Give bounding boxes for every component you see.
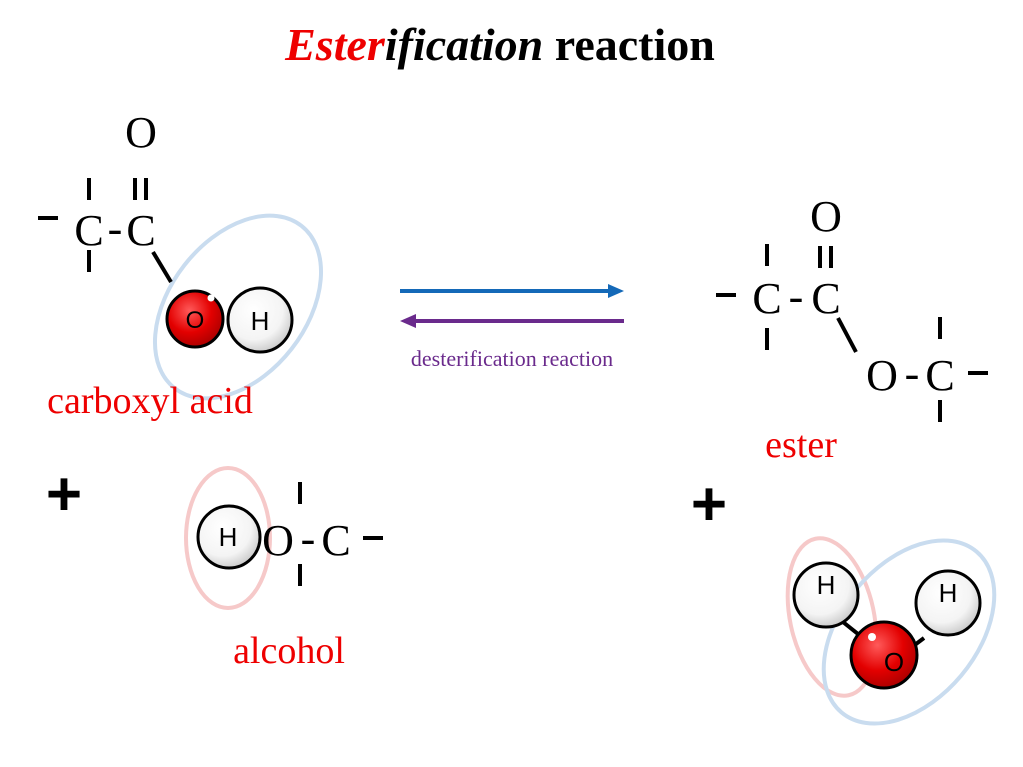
plus-sign: +: [691, 470, 727, 539]
hydrogen-label: H: [251, 306, 270, 336]
c-o-bond: [151, 250, 173, 284]
water-molecule: H H O: [785, 536, 997, 726]
oxygen-atom: [165, 289, 225, 349]
bond-dash: -: [301, 514, 316, 563]
ester-label: ester: [765, 424, 837, 466]
plus-sign: +: [46, 460, 82, 529]
hydrogen-atom: [196, 504, 262, 570]
equilibrium-arrows: desterification reaction: [400, 284, 624, 371]
bond-dash: -: [789, 272, 804, 321]
carbon-atom: C: [74, 206, 103, 255]
hydrogen-label: H: [817, 570, 836, 600]
hydrogen-atom: [226, 286, 294, 354]
slide-title: Esterification reaction: [284, 19, 715, 70]
title-reaction-part: reaction: [543, 19, 715, 70]
hydrogen-label: H: [219, 522, 238, 552]
alcohol-structure: H O - C alcohol: [184, 466, 383, 672]
oxygen-label: O: [186, 307, 205, 334]
hydrogen-highlight-ellipse: [785, 536, 879, 698]
bond-dash: -: [108, 204, 123, 253]
oxygen-atom: O: [262, 516, 294, 565]
carbon-atom: C: [811, 274, 840, 323]
c-o-bond: [836, 317, 858, 353]
hydrogen-highlight-ellipse: [184, 466, 272, 610]
ester-structure: O C - C O - C ester: [716, 192, 988, 466]
carbon-atom: C: [126, 206, 155, 255]
oxygen-label: O: [884, 647, 904, 677]
hydrogen-atom: [914, 569, 982, 637]
bond-dash: -: [905, 349, 920, 398]
carbon-atom: C: [752, 274, 781, 323]
carboxyl-acid-label: carboxyl acid: [47, 380, 253, 422]
carboxyl-acid-structure: O C - C H O carboxyl acid: [38, 108, 324, 422]
desterification-label: desterification reaction: [411, 346, 613, 371]
carbonyl-oxygen: O: [125, 108, 157, 157]
oxygen-atom: [849, 620, 919, 690]
carbon-atom: C: [321, 516, 350, 565]
hydroxyl-highlight-ellipse: [152, 213, 324, 401]
ester-oxygen: O: [866, 351, 898, 400]
forward-arrow-head: [608, 284, 624, 298]
title-ification-part: ification: [385, 19, 543, 70]
carbon-atom: C: [925, 351, 954, 400]
hydrogen-label: H: [939, 578, 958, 608]
alcohol-label: alcohol: [233, 630, 345, 672]
hydrogen-atom: [792, 561, 860, 629]
highlight-dot: [207, 294, 215, 302]
title-ester-part: Ester: [284, 19, 386, 70]
highlight-dot: [868, 633, 876, 641]
reverse-arrow-head: [400, 314, 416, 328]
carbonyl-oxygen: O: [810, 192, 842, 241]
